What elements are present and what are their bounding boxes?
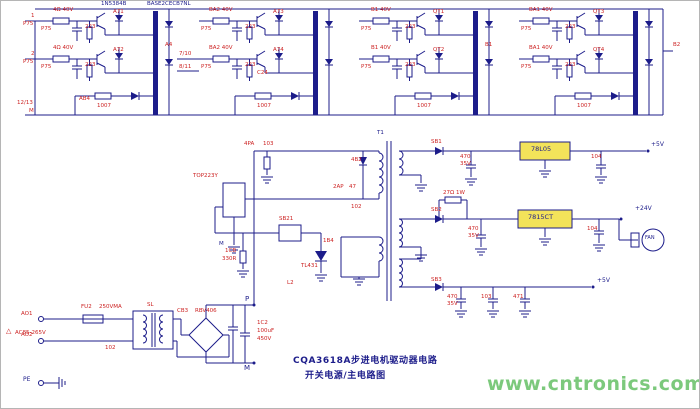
- watermark: www.cntronics.com: [487, 373, 700, 395]
- title-line2: 开关电源/主电路图: [305, 371, 386, 381]
- schematic-title: CQA3618A步进电机驱动器电路 开关电源/主电路图: [293, 353, 437, 381]
- title-line1: CQA3618A步进电机驱动器电路: [293, 356, 438, 366]
